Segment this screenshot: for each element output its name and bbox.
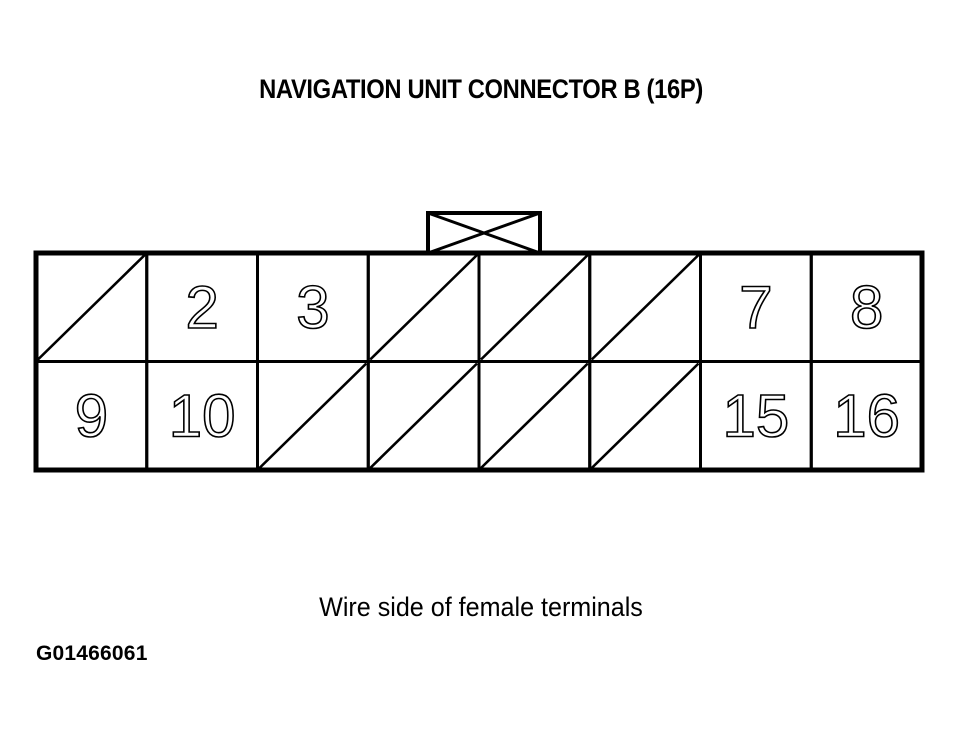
pin-number-label: 16	[833, 382, 900, 449]
pin-cell-11	[256, 360, 370, 472]
pin-cell-16: 16	[809, 360, 924, 472]
pin-cell-6	[588, 251, 702, 363]
pin-number-label: 10	[169, 382, 236, 449]
pin-cell-5	[477, 251, 592, 363]
wire-side-caption: Wire side of female terminals	[319, 592, 643, 622]
unused-pin-slash	[369, 362, 478, 469]
reference-code: G01466061	[36, 642, 148, 665]
unused-pin-slash	[37, 254, 146, 361]
pin-cell-9: 9	[34, 360, 149, 472]
pin-cell-10: 10	[145, 360, 259, 472]
unused-pin-slash	[480, 362, 589, 469]
pin-cell-7: 7	[699, 251, 813, 363]
pin-cell-14	[588, 360, 702, 472]
pin-number-label: 15	[723, 382, 790, 449]
pin-number-label: 9	[75, 382, 108, 449]
unused-pin-slash	[480, 254, 589, 361]
unused-pin-slash	[590, 254, 700, 361]
pin-number-label: 7	[739, 274, 772, 341]
pin-number-label: 3	[296, 274, 329, 341]
unused-pin-slash	[590, 362, 700, 469]
pin-cell-2: 2	[145, 251, 259, 363]
pin-cell-12	[366, 360, 481, 472]
pin-cell-3: 3	[256, 251, 370, 363]
pin-number-label: 2	[185, 274, 218, 341]
connector-body-outline	[33, 250, 925, 473]
pin-grid: 2 3 7 8 9 10 15 16	[34, 251, 924, 472]
pin-cell-4	[366, 251, 481, 363]
unused-pin-slash	[369, 254, 478, 361]
page-title: NAVIGATION UNIT CONNECTOR B (16P)	[259, 74, 703, 104]
unused-pin-slash	[258, 362, 368, 469]
latch-tab	[426, 211, 542, 255]
pin-cell-8: 8	[809, 251, 924, 363]
pin-cell-15: 15	[699, 360, 813, 472]
pin-cell-1	[34, 251, 149, 363]
latch-tab-diagonal-up	[427, 211, 541, 255]
pin-cell-13	[477, 360, 592, 472]
pin-number-label: 8	[850, 274, 883, 341]
